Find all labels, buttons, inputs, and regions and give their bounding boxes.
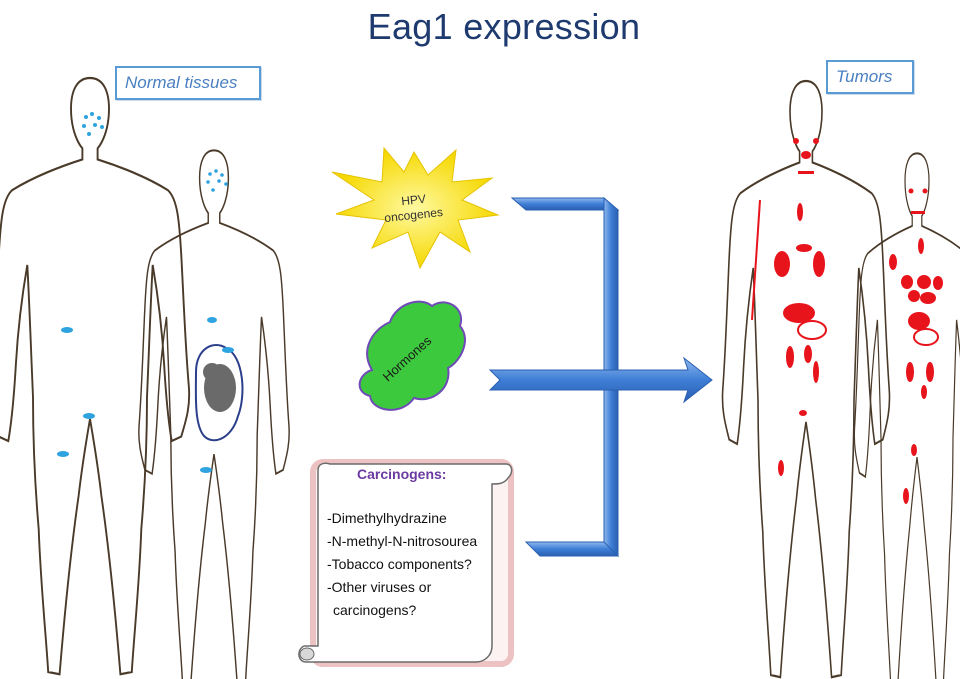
- hpv-label-line1: HPV: [401, 192, 427, 209]
- tumor-male-marks: [752, 138, 826, 476]
- normal-male-brain-marks: [82, 112, 104, 136]
- uterus-fetus-icon: [196, 345, 243, 440]
- normal-male-tissue-marks: [57, 327, 95, 457]
- convergence-bracket-arrow: [490, 198, 712, 556]
- carcinogen-item: -Tobacco components?: [327, 553, 517, 576]
- carcinogen-item: -Dimethylhydrazine: [327, 507, 517, 530]
- carcinogen-item: -N-methyl-N-nitrosourea: [327, 530, 517, 553]
- carcinogens-title: Carcinogens:: [357, 466, 446, 482]
- normal-female-brain-marks: [206, 169, 228, 192]
- carcinogens-list: -Dimethylhydrazine -N-methyl-N-nitrosour…: [327, 507, 517, 622]
- tumor-male-figure: [722, 81, 889, 677]
- tumor-female-marks: [889, 189, 943, 505]
- normal-male-figure: [0, 78, 189, 674]
- carcinogen-item: -Other viruses or: [327, 576, 517, 599]
- normal-female-figure: [139, 150, 289, 679]
- carcinogen-item: carcinogens?: [327, 599, 517, 622]
- tumor-female-figure: [854, 153, 960, 679]
